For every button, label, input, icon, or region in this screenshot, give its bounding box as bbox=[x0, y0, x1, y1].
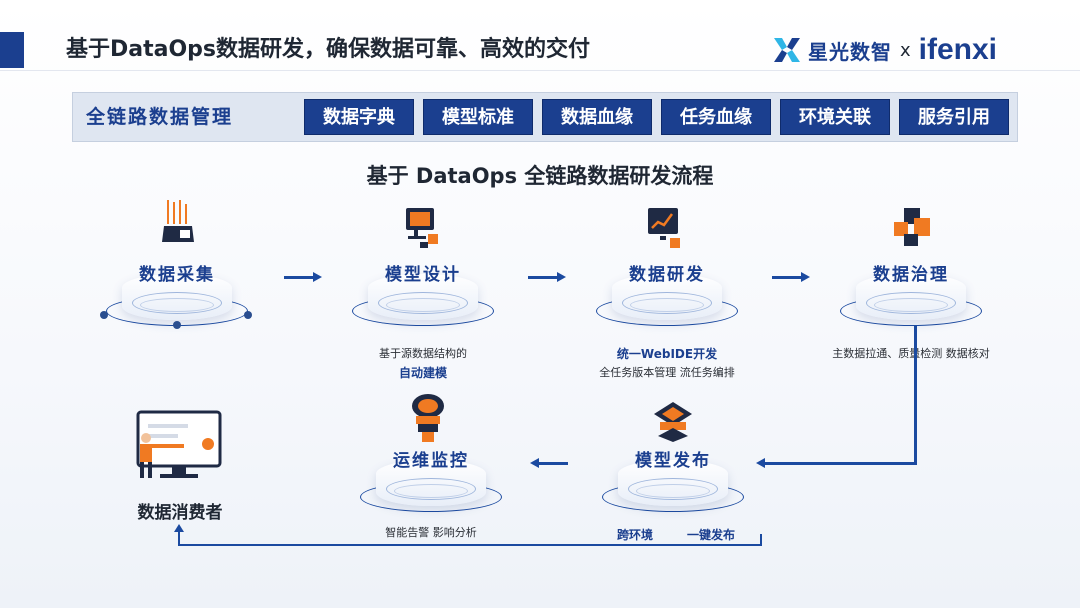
stage-ops-monitor: 运维监控 bbox=[356, 444, 506, 514]
stage-ring bbox=[874, 298, 948, 312]
flow-title: 基于 DataOps 全链路数据研发流程 bbox=[366, 164, 714, 188]
stage-data-develop: 数据研发 bbox=[592, 258, 742, 328]
flow-connector-bottom bbox=[178, 544, 762, 546]
chip-environment-link: 环境关联 bbox=[780, 99, 890, 135]
partner-logo: ifenxi bbox=[918, 33, 998, 66]
chip-model-standard: 模型标准 bbox=[423, 99, 533, 135]
stage-label: 数据采集 bbox=[139, 265, 215, 285]
publish-note-cross-env: 跨环境 bbox=[616, 528, 653, 542]
data-management-label: 全链路数据管理 bbox=[86, 106, 234, 128]
arrowhead-up-icon bbox=[174, 524, 184, 532]
stage-data-govern: 数据治理 bbox=[836, 258, 986, 328]
stage-label: 数据治理 bbox=[873, 265, 949, 285]
brand-mark-icon bbox=[772, 36, 802, 64]
data-collect-icon bbox=[162, 200, 194, 242]
stage-ring bbox=[386, 298, 460, 312]
flow-connector-up bbox=[178, 528, 180, 546]
ops-monitor-icon bbox=[412, 394, 444, 442]
stage-ring bbox=[132, 292, 222, 314]
stage-model-design: 模型设计 bbox=[348, 258, 498, 328]
stage-node-dot bbox=[244, 311, 252, 319]
stage-ring bbox=[622, 292, 712, 314]
publish-note-one-click: 一键发布 bbox=[686, 528, 735, 542]
govern-note: 主数据拉通、质量检测 数据核对 bbox=[832, 347, 990, 360]
stage-ring bbox=[628, 478, 718, 500]
stage-model-publish: 模型发布 bbox=[598, 444, 748, 514]
stage-data-collect: 数据采集 bbox=[100, 258, 252, 329]
flow-connector-vertical bbox=[914, 326, 917, 464]
design-note-highlight: 自动建模 bbox=[398, 366, 447, 380]
flow-arrow-right bbox=[772, 272, 810, 282]
data-govern-icon bbox=[894, 208, 930, 246]
flow-arrow-left bbox=[756, 458, 917, 468]
develop-note: 全任务版本管理 流任务编排 bbox=[599, 366, 735, 379]
stage-ring bbox=[378, 292, 468, 314]
stage-label: 数据研发 bbox=[629, 265, 705, 285]
model-publish-icon bbox=[654, 402, 692, 442]
stage-label: 运维监控 bbox=[393, 451, 469, 471]
stage-ring bbox=[140, 298, 214, 312]
stage-node-dot bbox=[100, 311, 108, 319]
flow-arrow-right bbox=[528, 272, 566, 282]
flow-arrow-right bbox=[284, 272, 322, 282]
stage-node-dot bbox=[173, 321, 181, 329]
chip-task-lineage: 任务血缘 bbox=[661, 99, 771, 135]
stage-ring bbox=[630, 298, 704, 312]
header-accent-bar bbox=[0, 32, 24, 68]
stage-ring bbox=[866, 292, 956, 314]
chip-service-reference: 服务引用 bbox=[899, 99, 1009, 135]
header-divider bbox=[0, 70, 1080, 71]
data-consumer-icon bbox=[136, 410, 222, 478]
develop-note-highlight: 统一WebIDE开发 bbox=[616, 347, 718, 361]
chip-data-lineage: 数据血缘 bbox=[542, 99, 652, 135]
brand-name-cn: 星光数智 bbox=[808, 39, 892, 64]
design-note: 基于源数据结构的 bbox=[379, 347, 467, 360]
data-consumer-label: 数据消费者 bbox=[137, 503, 223, 523]
stage-ring bbox=[394, 484, 468, 498]
chip-data-dictionary: 数据字典 bbox=[304, 99, 414, 135]
monitor-note: 智能告警 影响分析 bbox=[385, 526, 477, 539]
stage-label: 模型发布 bbox=[635, 451, 711, 471]
flow-connector-riser bbox=[760, 534, 762, 546]
flow-arrow-left bbox=[530, 458, 568, 468]
stage-ring bbox=[636, 484, 710, 498]
page-title: 基于DataOps数据研发，确保数据可靠、高效的交付 bbox=[66, 37, 591, 62]
model-design-icon bbox=[406, 208, 438, 248]
stage-label: 模型设计 bbox=[385, 265, 461, 285]
data-develop-icon bbox=[648, 208, 680, 248]
brand-logo: 星光数智 x ifenxi bbox=[772, 32, 997, 68]
stage-ring bbox=[386, 478, 476, 500]
brand-separator: x bbox=[900, 39, 911, 61]
